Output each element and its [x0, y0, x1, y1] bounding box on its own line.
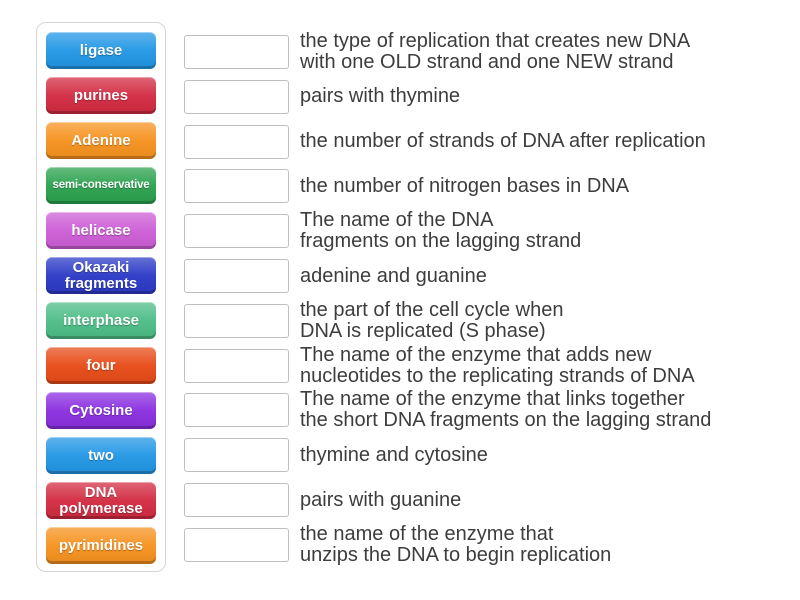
definition-text: The name of the DNA fragments on the lag… — [300, 209, 582, 253]
term-tile-label: Okazaki fragments — [64, 258, 138, 292]
answer-slot[interactable] — [184, 483, 289, 517]
definition-text: the name of the enzyme that unzips the D… — [300, 522, 612, 566]
term-tile[interactable]: four — [46, 347, 156, 384]
answer-slot[interactable] — [184, 527, 289, 562]
match-row: the number of nitrogen bases in DNA — [184, 169, 630, 204]
term-tile[interactable]: helicase — [46, 212, 156, 249]
match-row: the name of the enzyme that unzips the D… — [184, 523, 611, 565]
definition-text: pairs with guanine — [300, 488, 462, 511]
match-row: the number of strands of DNA after repli… — [184, 124, 706, 159]
definition-text: the part of the cell cycle when DNA is r… — [300, 298, 564, 342]
definition-text: the number of nitrogen bases in DNA — [300, 174, 630, 197]
term-tile-label: interphase — [63, 311, 139, 329]
definition-text: the number of strands of DNA after repli… — [300, 130, 706, 153]
term-tile[interactable]: interphase — [46, 302, 156, 339]
term-tile-label: two — [88, 446, 114, 464]
term-tile[interactable]: purines — [46, 77, 156, 114]
match-row: adenine and guanine — [184, 259, 487, 293]
term-tile[interactable]: ligase — [46, 32, 156, 69]
term-tile[interactable]: Okazaki fragments — [46, 257, 156, 294]
term-tile-label: purines — [73, 86, 129, 104]
definition-text: pairs with thymine — [300, 85, 461, 108]
match-row: The name of the enzyme that links togeth… — [184, 389, 711, 431]
answer-slot[interactable] — [184, 438, 289, 473]
term-tile[interactable]: pyrimidines — [46, 527, 156, 564]
answer-slot[interactable] — [184, 169, 289, 204]
term-tile-label: ligase — [79, 41, 123, 59]
term-tile-label: helicase — [71, 221, 131, 239]
answer-slot[interactable] — [184, 393, 289, 428]
match-row: pairs with guanine — [184, 483, 461, 517]
definition-text: The name of the enzyme that links togeth… — [300, 388, 712, 432]
match-rows: the type of replication that creates new… — [184, 31, 784, 580]
term-tile[interactable]: DNA polymerase — [46, 482, 156, 519]
term-tile[interactable]: Adenine — [46, 122, 156, 159]
term-tile-label: Adenine — [71, 131, 131, 149]
term-tile[interactable]: semi-conservative — [46, 167, 156, 204]
match-row: the type of replication that creates new… — [184, 31, 690, 73]
answer-slot[interactable] — [184, 79, 289, 114]
answer-slot[interactable] — [184, 214, 289, 249]
term-tile[interactable]: two — [46, 437, 156, 474]
definition-text: the type of replication that creates new… — [300, 30, 691, 73]
match-row: pairs with thymine — [184, 79, 461, 114]
term-tile-label: pyrimidines — [58, 536, 144, 554]
match-row: The name of the DNA fragments on the lag… — [184, 210, 581, 252]
answer-slot[interactable] — [184, 124, 289, 159]
answer-slot[interactable] — [184, 35, 289, 69]
term-tile[interactable]: Cytosine — [46, 392, 156, 429]
definition-text: thymine and cytosine — [300, 443, 488, 466]
match-row: The name of the enzyme that adds new nuc… — [184, 344, 695, 386]
answer-slot[interactable] — [184, 348, 289, 383]
term-tile-label: DNA polymerase — [59, 483, 143, 517]
answer-slot[interactable] — [184, 303, 289, 338]
term-tile-label: Cytosine — [69, 401, 133, 419]
match-row: thymine and cytosine — [184, 438, 488, 473]
definition-text: The name of the enzyme that adds new nuc… — [300, 343, 695, 387]
definition-text: adenine and guanine — [300, 264, 487, 287]
term-tile-label: semi-conservative — [52, 179, 150, 191]
term-tile-label: four — [86, 356, 116, 374]
answer-slot[interactable] — [184, 259, 289, 293]
match-row: the part of the cell cycle when DNA is r… — [184, 299, 563, 341]
